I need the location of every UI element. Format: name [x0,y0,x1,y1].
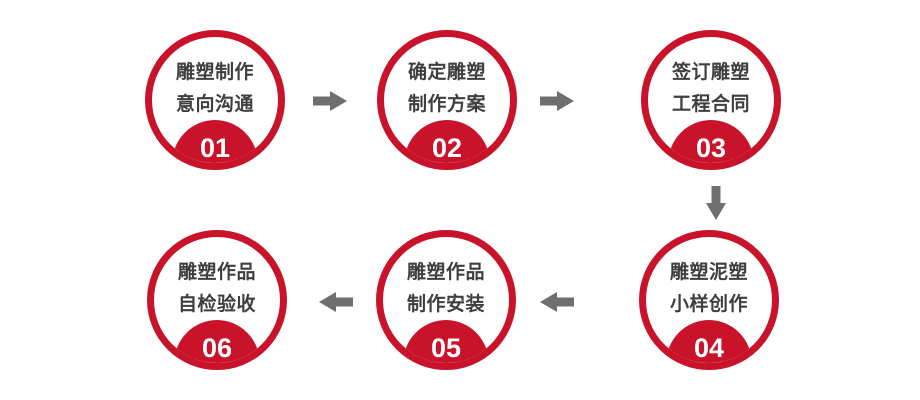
step-label: 雕塑泥塑 小样创作 [646,257,772,321]
arrow-right-icon [540,91,574,111]
step-number-badge: 02 [404,120,490,163]
step-label-line1: 确定雕塑 [407,62,486,83]
step-label-line2: 小样创作 [669,294,748,315]
step-number-badge: 05 [403,320,489,363]
step-label-line2: 自检验收 [177,294,256,315]
step-number: 03 [695,133,727,163]
step-label-line2: 工程合同 [671,94,750,115]
step-label-line2: 制作方案 [407,94,486,115]
step-label-line1: 雕塑制作 [175,62,254,83]
arrow-left-icon [319,292,353,312]
step-circle-02: 确定雕塑 制作方案 02 [377,30,517,170]
step-label: 雕塑作品 制作安装 [383,257,509,321]
step-number: 05 [430,333,462,363]
step-number-badge: 03 [668,120,754,163]
step-number: 06 [201,333,233,363]
arrow-down-icon [706,186,726,220]
step-circle-01: 雕塑制作 意向沟通 01 [145,30,285,170]
step-label-line2: 制作安装 [406,294,485,315]
arrow-left-icon [540,292,574,312]
step-label-line1: 签订雕塑 [671,62,750,83]
step-number-badge: 06 [174,320,260,363]
step-circle-06: 雕塑作品 自检验收 06 [147,230,287,370]
step-circle-04: 雕塑泥塑 小样创作 04 [639,230,779,370]
step-label-line1: 雕塑泥塑 [669,262,748,283]
step-label-line1: 雕塑作品 [177,262,256,283]
step-number: 02 [431,133,463,163]
step-number-badge: 01 [172,120,258,163]
step-number-badge: 04 [666,320,752,363]
step-label: 签订雕塑 工程合同 [648,57,774,121]
step-label: 雕塑制作 意向沟通 [152,57,278,121]
step-label: 确定雕塑 制作方案 [384,57,510,121]
arrow-right-icon [313,91,347,111]
step-number: 04 [693,333,725,363]
step-label: 雕塑作品 自检验收 [154,257,280,321]
step-number: 01 [199,133,231,163]
step-label-line2: 意向沟通 [175,94,254,115]
step-circle-03: 签订雕塑 工程合同 03 [641,30,781,170]
step-circle-05: 雕塑作品 制作安装 05 [376,230,516,370]
step-label-line1: 雕塑作品 [406,262,485,283]
